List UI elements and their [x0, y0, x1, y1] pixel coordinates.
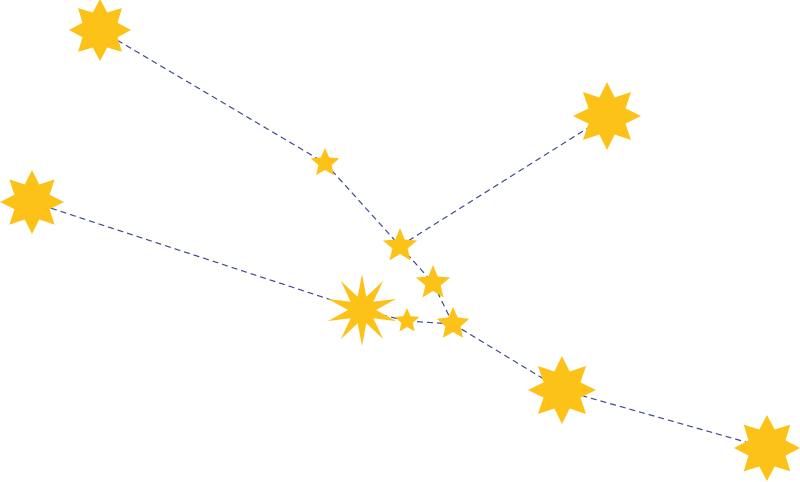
- connector-s2-s3: [324, 162, 401, 247]
- star-icon-s7: [394, 308, 420, 332]
- connector-s8-s9: [432, 282, 454, 325]
- star-icon-s11: [734, 415, 800, 481]
- connector-s3-s4: [399, 115, 608, 247]
- star-icon-s6: [327, 274, 397, 346]
- star-icon-s8: [415, 265, 451, 298]
- connector-s9-s10: [452, 323, 563, 391]
- star-icon-s9: [436, 307, 470, 338]
- connector-s7-s9: [406, 320, 454, 325]
- star-icon-s2: [310, 148, 340, 176]
- connector-s5-s6: [31, 201, 363, 311]
- star-icon-s5: [0, 170, 64, 234]
- star-icon-s3: [382, 228, 418, 261]
- connector-s1-s2: [99, 29, 326, 164]
- star-icon-s1: [69, 0, 131, 61]
- star-icon-s10: [528, 356, 596, 424]
- star-icon-s4: [573, 82, 641, 150]
- constellation-lines: [31, 29, 768, 449]
- connector-s10-s11: [561, 389, 768, 449]
